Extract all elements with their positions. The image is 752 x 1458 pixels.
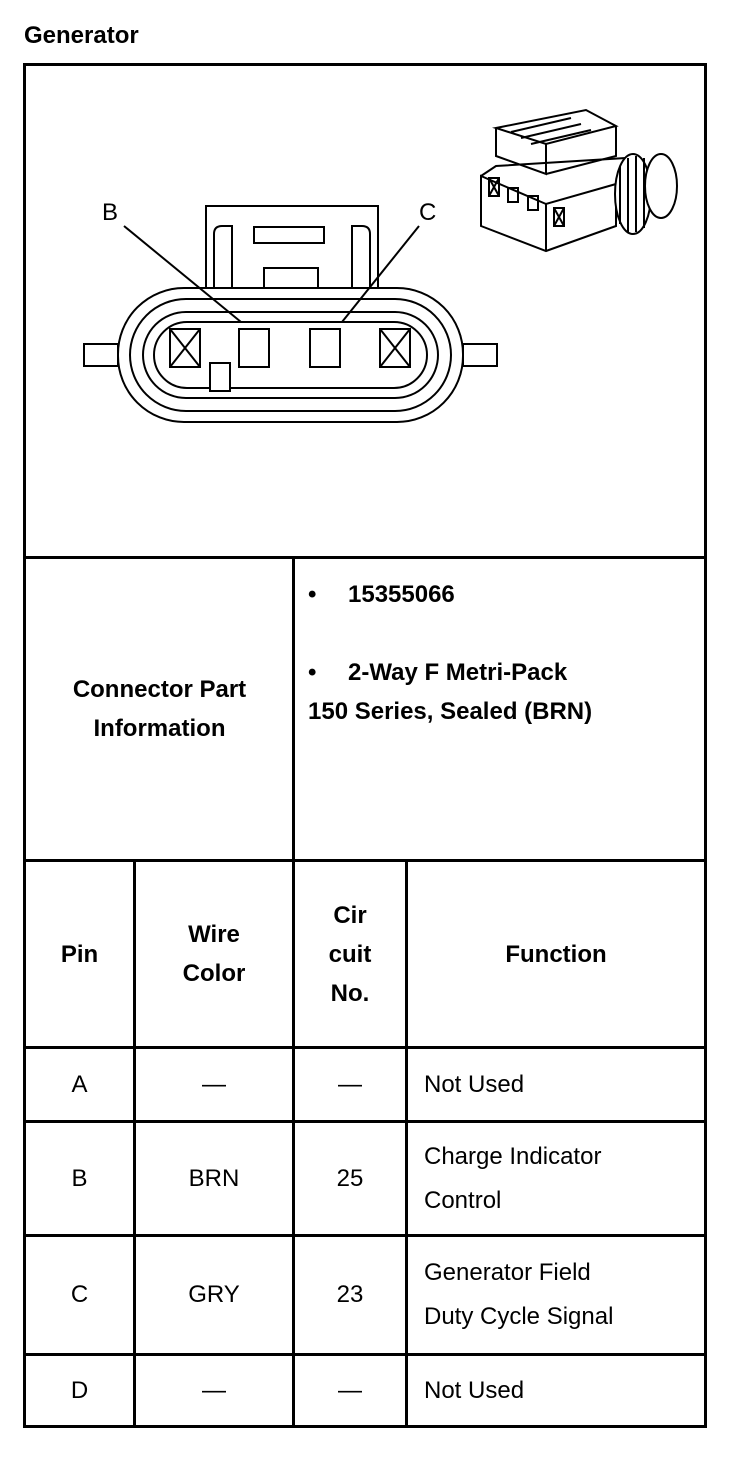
header-wire-color-line: Wire: [188, 921, 240, 948]
divider: [23, 1046, 707, 1049]
connector-part-info-label: Connector Part Information: [26, 559, 293, 859]
row-d-circuit: —: [338, 1376, 362, 1404]
divider: [405, 859, 408, 1428]
header-function: Function: [505, 940, 607, 968]
part-number: 15355066: [348, 581, 455, 608]
bullet: •: [308, 581, 317, 608]
pin-b-callout-label: B: [102, 199, 118, 226]
row-a-function: Not Used: [424, 1070, 525, 1098]
row-b-circuit: 25: [336, 1164, 364, 1192]
row-c-circuit: 23: [336, 1281, 364, 1308]
divider: [23, 859, 707, 862]
connector-type-line: • 2-Way F Metri-Pack: [308, 653, 698, 692]
header-circuit-line: Cir: [333, 901, 367, 929]
divider: [133, 859, 136, 1428]
header-pin: Pin: [60, 940, 99, 968]
connector-type-line-2: 150 Series, Sealed (BRN): [308, 698, 593, 725]
divider: [23, 1353, 707, 1356]
divider: [23, 1234, 707, 1237]
connector-type: 2-Way F Metri-Pack: [348, 659, 568, 686]
row-b-function-line: Control: [424, 1186, 502, 1214]
row-c-pin: C: [70, 1281, 89, 1308]
connector-part-info-label-line: Connector Part: [72, 676, 247, 703]
header-wire-color-line: Color: [182, 960, 246, 987]
divider: [292, 556, 295, 1428]
row-b-wire: BRN: [188, 1164, 240, 1192]
row-b-function-line: Charge Indicator: [424, 1142, 602, 1170]
connector-part-info: • 15355066 • 2-Way F Metri-Pack 150 Series…: [308, 575, 698, 731]
pin-c-callout-label: C: [419, 199, 436, 226]
row-d-function: Not Used: [424, 1376, 525, 1404]
connector-face-diagram: B C: [83, 108, 678, 423]
header-circuit-line: No.: [330, 979, 370, 1007]
row-a-circuit: —: [338, 1070, 362, 1098]
part-number-line: • 15355066: [308, 575, 698, 614]
row-d-pin: D: [70, 1376, 89, 1404]
row-a-wire: —: [202, 1070, 226, 1098]
row-b-pin: B: [71, 1164, 88, 1192]
row-d-wire: —: [202, 1376, 226, 1404]
row-c-function-line: Generator Field: [424, 1259, 591, 1286]
bullet: •: [308, 659, 317, 686]
divider: [23, 1120, 707, 1123]
row-c-wire: GRY: [188, 1281, 240, 1308]
connector-part-info-label-line: Information: [93, 715, 226, 742]
header-circuit-line: cuit: [328, 940, 372, 968]
divider: [23, 556, 707, 559]
connector-table-frame: [23, 63, 707, 1428]
row-a-pin: A: [71, 1070, 88, 1098]
page-title: Generator: [24, 22, 139, 49]
row-c-function-line: Duty Cycle Signal: [424, 1303, 614, 1330]
